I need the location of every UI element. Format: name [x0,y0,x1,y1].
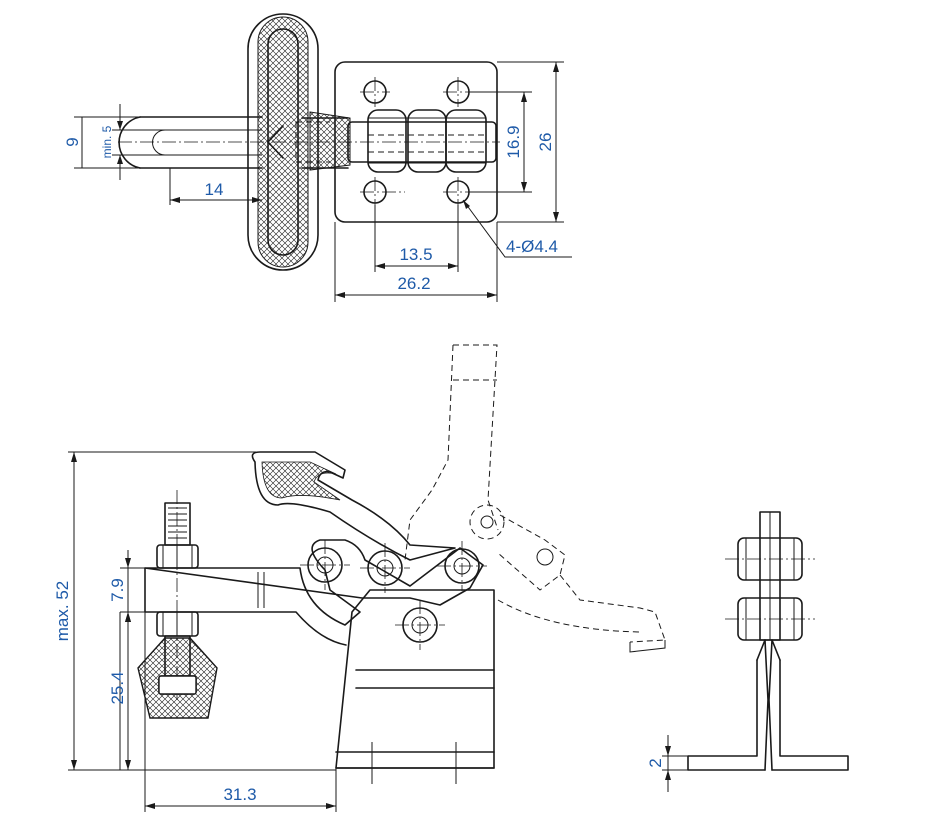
top-pivot-stack [347,109,497,173]
dim-13-5-label: 13.5 [399,245,432,264]
dim-min5-label: min. 5 [100,125,114,158]
side-base-body [335,589,495,769]
dim-25-4: 25.4 [108,612,131,770]
dim-26-label: 26 [536,133,555,152]
dim-26-2: 26.2 [334,222,498,302]
dim-9-label: 9 [63,137,82,146]
dim-9: 9 [63,116,140,169]
top-handle-grip [247,13,351,271]
dim-2: 2 [646,735,688,792]
dim-min5: min. 5 [100,104,165,180]
side-handle-raised-phantom [404,344,666,653]
side-spindle [137,490,218,719]
dim-7-9-label: 7.9 [108,578,127,602]
dim-max52-label: max. 52 [53,581,72,641]
dim-max52: max. 52 [53,451,336,771]
dim-14-label: 14 [205,180,224,199]
top-view: 9 min. 5 14 16.9 26 [63,13,572,302]
dim-16-9: 16.9 [470,91,532,193]
dim-16-9-label: 16.9 [504,125,523,158]
dim-13-5: 13.5 [374,205,459,272]
side-clamp-arm [144,539,484,626]
mounting-holes [360,77,473,207]
end-view: 2 [646,511,849,792]
dim-25-4-label: 25.4 [108,671,127,704]
side-view: max. 52 7.9 25.4 31.3 [53,344,666,812]
top-spindle-arm [118,116,500,169]
dim-26-2-label: 26.2 [397,274,430,293]
dim-31-3: 31.3 [144,612,337,812]
dim-26: 26 [497,61,564,223]
dim-2-label: 2 [646,758,665,767]
dim-holes: 4-Ø4.4 [462,199,572,258]
dim-31-3-label: 31.3 [223,785,256,804]
side-handle [251,451,456,561]
side-pivots [300,540,487,650]
end-base-flange [687,659,766,771]
dim-14: 14 [169,168,262,205]
dim-holes-label: 4-Ø4.4 [506,237,558,256]
